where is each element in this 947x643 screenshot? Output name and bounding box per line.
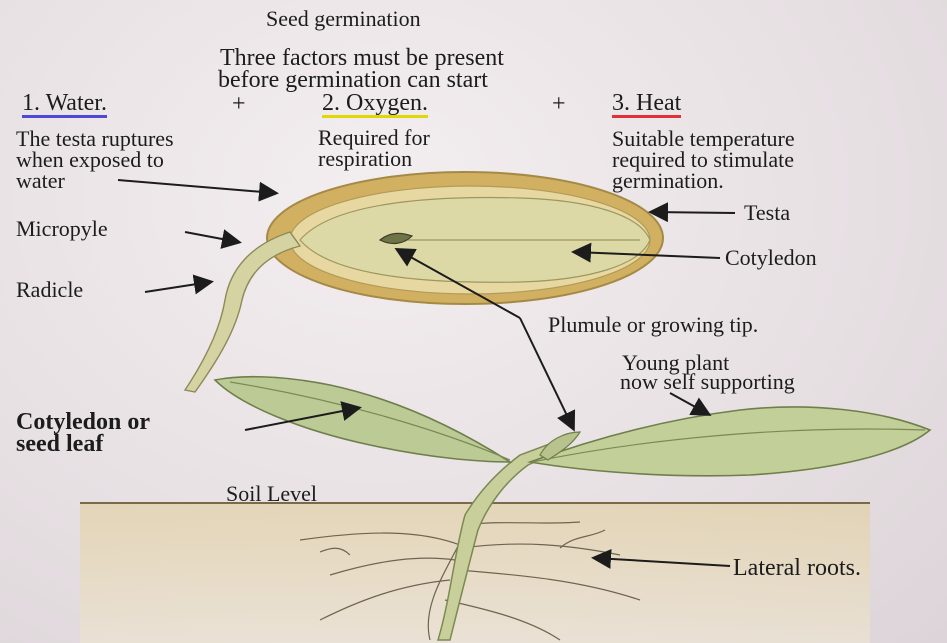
label-soil-level: Soil Level xyxy=(226,483,317,505)
label-seed-leaf-2: seed leaf xyxy=(16,432,103,456)
note-water-3: water xyxy=(16,170,65,192)
note-heat-3: germination. xyxy=(612,170,724,192)
plus-sign-2: + xyxy=(552,92,566,116)
label-radicle: Radicle xyxy=(16,279,83,301)
arrow-water xyxy=(118,180,275,193)
factor-water: 1. Water. xyxy=(22,91,107,118)
label-plumule: Plumule or growing tip. xyxy=(548,314,758,336)
plus-sign-1: + xyxy=(232,92,246,116)
label-lateral-roots: Lateral roots. xyxy=(733,556,861,580)
cotyledon-leaf xyxy=(215,377,510,462)
note-oxygen-2: respiration xyxy=(318,148,412,170)
arrow-young-plant xyxy=(670,393,708,414)
diagram-title: Seed germination xyxy=(266,8,421,30)
label-micropyle: Micropyle xyxy=(16,218,108,240)
label-testa: Testa xyxy=(744,202,790,224)
factor-oxygen: 2. Oxygen. xyxy=(322,91,428,118)
arrow-testa xyxy=(652,212,735,213)
intro-line-2: before germination can start xyxy=(218,68,488,92)
label-young-plant-2: now self supporting xyxy=(620,371,795,393)
factor-heat: 3. Heat xyxy=(612,91,681,118)
arrow-micropyle xyxy=(185,232,238,242)
arrow-radicle xyxy=(145,282,210,292)
label-cotyledon: Cotyledon xyxy=(725,247,817,269)
young-leaf xyxy=(530,407,930,476)
